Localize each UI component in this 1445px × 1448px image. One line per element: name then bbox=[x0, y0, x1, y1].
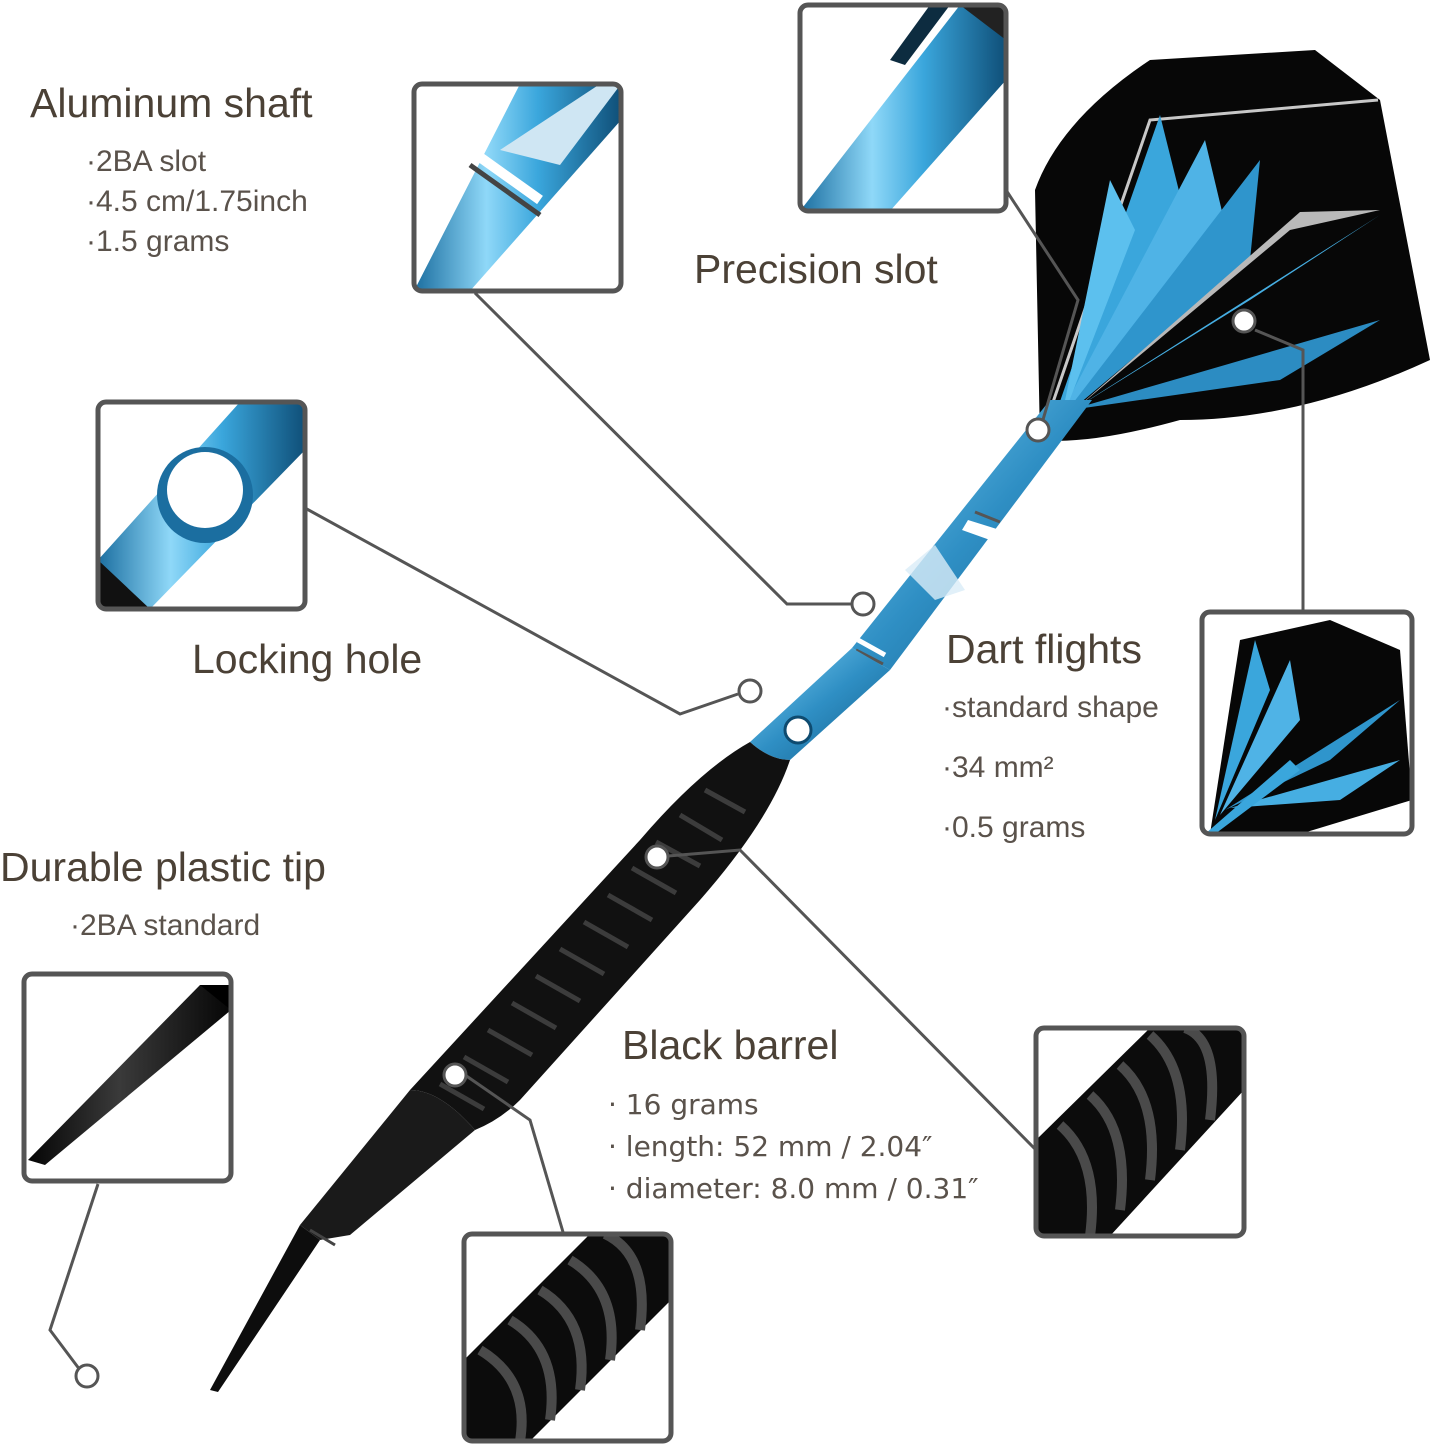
zoom-plastic-tip bbox=[21, 971, 234, 1184]
zoom-barrel-grip bbox=[1033, 1025, 1247, 1239]
locking-hole-title: Locking hole bbox=[192, 636, 423, 682]
dart-flight bbox=[1035, 50, 1430, 441]
zoom-precision-slot bbox=[797, 2, 1009, 214]
dart-barrel bbox=[410, 742, 790, 1130]
zoom-aluminum-shaft bbox=[411, 81, 624, 294]
plastic-tip-title: Durable plastic tip bbox=[0, 844, 326, 890]
black-barrel-spec-diameter: · diameter: 8.0 mm / 0.31″ bbox=[608, 1172, 979, 1205]
zoom-barrel-rings bbox=[461, 1231, 674, 1444]
dart-shaft bbox=[750, 400, 1092, 760]
zoom-locking-hole bbox=[95, 399, 308, 612]
aluminum-shaft-title: Aluminum shaft bbox=[30, 80, 313, 126]
black-barrel-spec-weight: · 16 grams bbox=[608, 1088, 759, 1121]
dart-tip bbox=[210, 1090, 475, 1392]
aluminum-shaft-spec-length: ·4.5 cm/1.75inch bbox=[86, 185, 308, 218]
callout-dots bbox=[74, 308, 1257, 1389]
dart-flights-spec-area: ·34 mm² bbox=[942, 751, 1054, 784]
callout-lines bbox=[48, 189, 1305, 1371]
black-barrel-spec-length: · length: 52 mm / 2.04″ bbox=[608, 1130, 933, 1163]
aluminum-shaft-spec-slot: ·2BA slot bbox=[86, 145, 207, 178]
dart-flights-title: Dart flights bbox=[946, 626, 1142, 672]
plastic-tip-spec-standard: ·2BA standard bbox=[70, 909, 261, 942]
zoom-dart-flights bbox=[1199, 609, 1415, 837]
precision-slot-title: Precision slot bbox=[694, 246, 938, 292]
dart-flights-spec-weight: ·0.5 grams bbox=[942, 811, 1086, 844]
dart-flights-spec-shape: ·standard shape bbox=[942, 691, 1159, 724]
aluminum-shaft-spec-weight: ·1.5 grams bbox=[86, 225, 230, 258]
black-barrel-title: Black barrel bbox=[622, 1022, 839, 1068]
